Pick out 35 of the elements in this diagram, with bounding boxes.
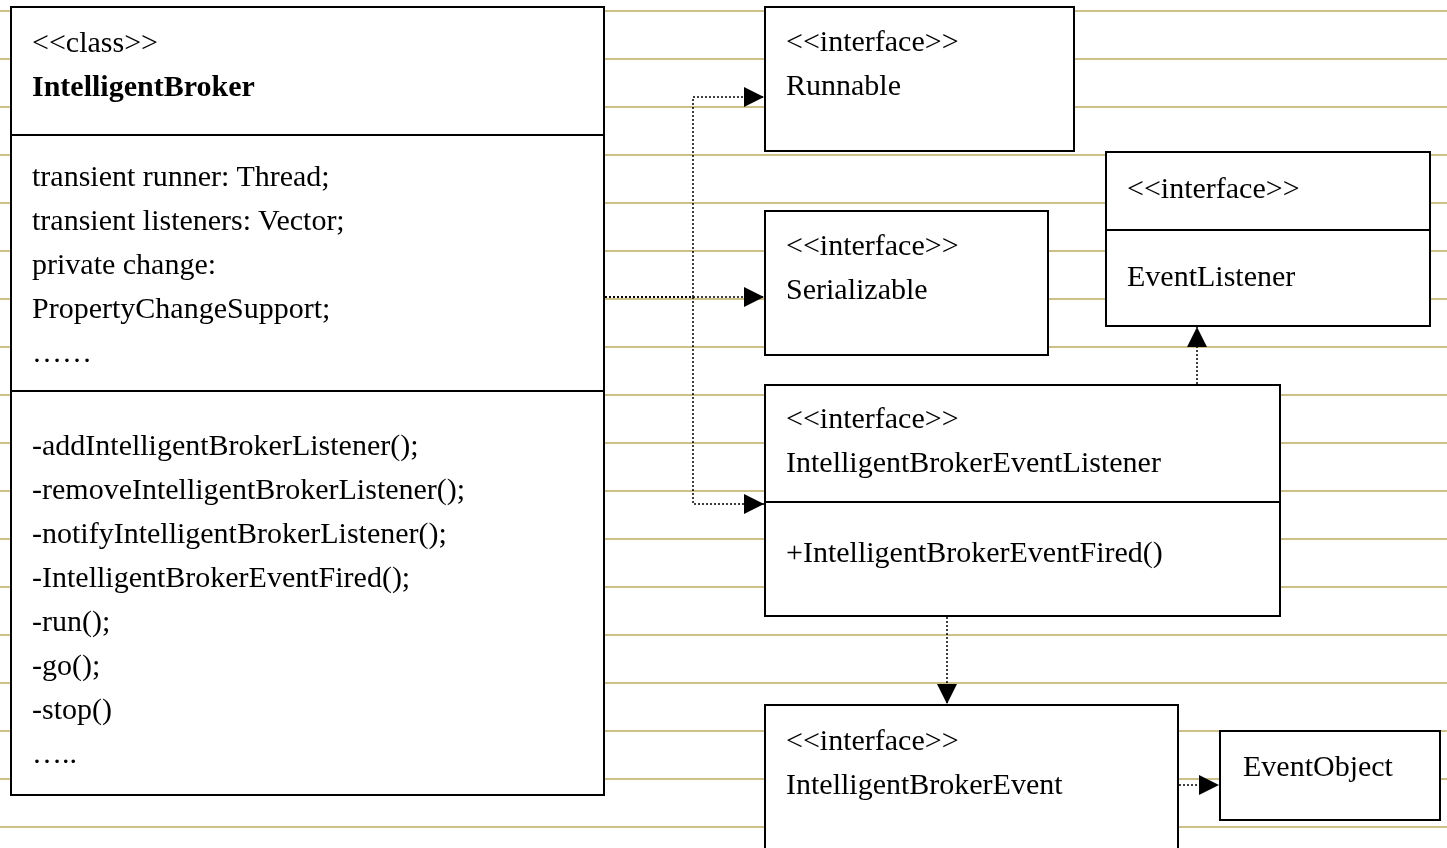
method-text: -stop() [32, 691, 112, 727]
method-text: +IntelligentBrokerEventFired() [786, 534, 1163, 570]
stereotype-label: <<interface>> [786, 400, 959, 436]
interface-name: IntelligentBrokerEvent [786, 766, 1063, 802]
method-text: -run(); [32, 603, 111, 639]
stereotype-label: <<interface>> [786, 23, 959, 59]
interface-box [764, 384, 1281, 617]
interface-name: EventListener [1127, 258, 1296, 294]
attribute-text: transient runner: Thread; [32, 158, 331, 194]
method-text: -go(); [32, 647, 101, 683]
attribute-text: private change: PropertyChangeSupport; [32, 246, 332, 326]
stereotype-label: <<class>> [32, 24, 158, 60]
class-name: IntelligentBroker [32, 68, 255, 104]
class-box [10, 6, 605, 796]
attribute-text: …… [32, 334, 93, 370]
stereotype-label: <<interface>> [786, 227, 959, 263]
interface-box [764, 210, 1049, 356]
interface-name: IntelligentBrokerEventListener [786, 444, 1161, 480]
interface-box [1219, 730, 1441, 821]
interface-name: Serializable [786, 271, 928, 307]
stereotype-label: <<interface>> [1127, 170, 1300, 206]
interface-name: EventObject [1243, 748, 1393, 784]
interface-box [764, 704, 1179, 848]
dependency-arrow [937, 616, 957, 705]
method-text: ….. [32, 735, 77, 771]
interface-name: Runnable [786, 67, 901, 103]
interface-box [764, 6, 1075, 152]
interface-box [1105, 151, 1431, 327]
dependency-arrow [1187, 326, 1207, 385]
method-text: -IntelligentBrokerEventFired(); [32, 559, 411, 595]
method-text: -notifyIntelligentBrokerListener(); [32, 515, 447, 551]
stereotype-label: <<interface>> [786, 722, 959, 758]
method-text: -addIntelligentBrokerListener(); [32, 427, 419, 463]
method-text: -removeIntelligentBrokerListener(); [32, 471, 466, 507]
attribute-text: transient listeners: Vector; [32, 202, 346, 238]
